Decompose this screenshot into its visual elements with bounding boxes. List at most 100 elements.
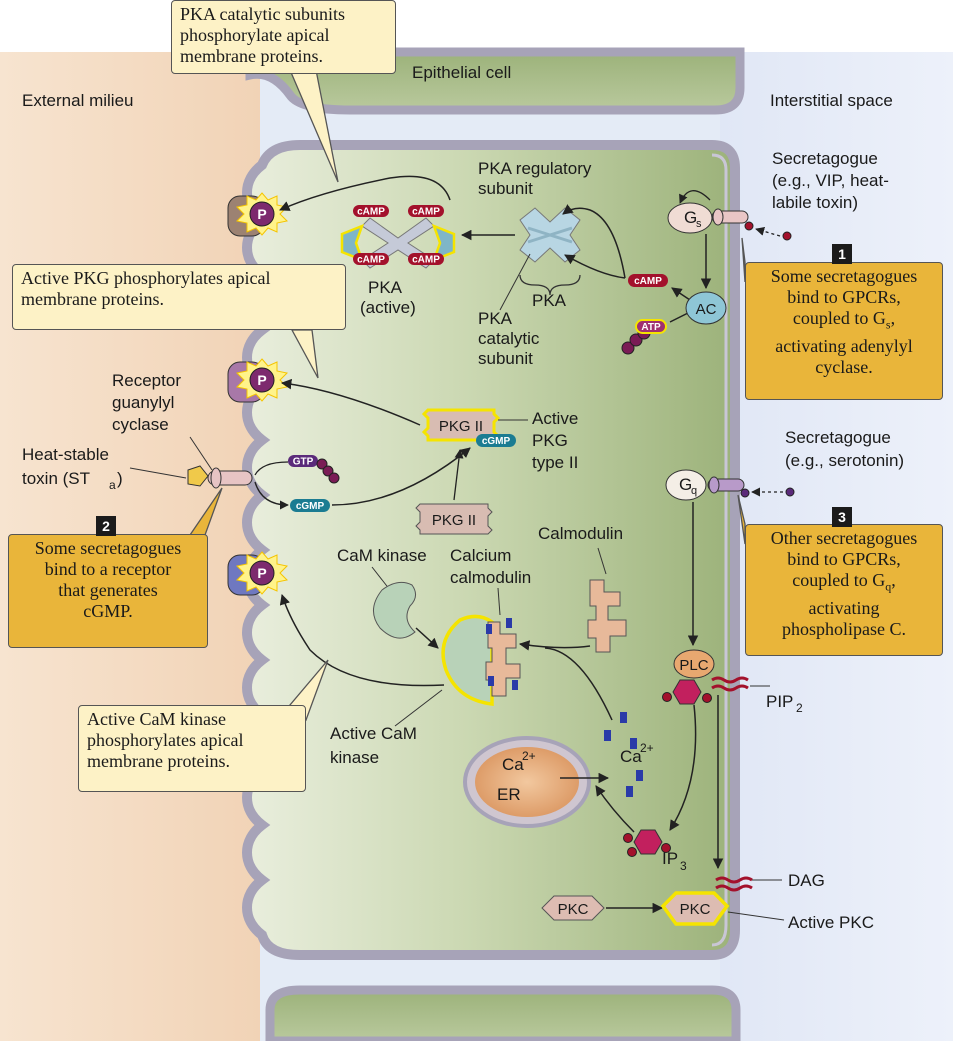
heat-stable-sub: a [109, 478, 116, 492]
step1-line3-text: coupled to G [792, 308, 886, 328]
camk-callout-line2: phosphorylates apical [87, 730, 244, 750]
pkg-active-label: PKG II [439, 418, 483, 435]
gq-label: G [679, 475, 692, 494]
secretagogue1-line2: (e.g., VIP, heat- [772, 171, 889, 190]
active-pkc-leader [727, 911, 785, 921]
camp-tag: cAMP [357, 255, 385, 266]
pkc-active: PKC [660, 891, 730, 926]
arrow-icon [254, 481, 289, 510]
gs-label: G [684, 208, 697, 227]
calmodulin-icon [485, 621, 521, 697]
gtp-arrow-line [254, 461, 289, 476]
pkc-inactive-label: PKC [558, 901, 589, 918]
adenylyl-cyclase [685, 291, 727, 325]
pka-active-label-line1: PKA [368, 278, 403, 297]
pip2-label: PIP [766, 692, 793, 711]
pka-active-label-line2: (active) [360, 298, 416, 317]
pka-inactive-complex [519, 207, 581, 263]
camk-callout-line1: Active CaM kinase [87, 709, 226, 729]
basolateral-membrane-rim [711, 153, 728, 947]
secretagogue3-line1: Secretagogue [785, 428, 891, 447]
gpcr-icon [711, 208, 749, 226]
receptor-gc-line1: Receptor [112, 371, 181, 390]
pka-regulatory-label-line2: subunit [478, 179, 533, 198]
phospho-protein-camk: P [227, 551, 289, 596]
arrow-icon [669, 704, 697, 831]
pka-label: PKA [532, 291, 567, 310]
ligand-serotonin-free [785, 487, 795, 497]
pka-callout-line2: phosphorylate apical [180, 25, 330, 45]
arrow-icon [279, 175, 451, 211]
arrow-icon [595, 785, 635, 833]
calmodulin-label: Calmodulin [538, 524, 623, 543]
step1-sub: s [885, 317, 891, 332]
camp-tag: cAMP [357, 207, 385, 218]
ca-sup: 2+ [640, 741, 654, 755]
step2-badge: 2 [96, 516, 116, 536]
heat-stable-paren: ) [117, 469, 123, 488]
pip2-molecule [662, 676, 749, 705]
pka-regulatory-label-line1: PKA regulatory [478, 159, 592, 178]
calcium-calmodulin-leader [497, 587, 501, 616]
atp-molecule: ATP [621, 319, 667, 355]
heat-stable-line2: toxin (ST [22, 469, 90, 488]
gtp-tag: GTP [293, 457, 314, 468]
pkc-active-label: PKC [680, 901, 711, 918]
camk-callout: Active CaM kinase phosphorylates apical … [78, 705, 306, 792]
active-pkg-ii: PKG II cGMP [421, 408, 516, 447]
phosphate-label: P [257, 565, 266, 581]
pka-active-complex: cAMP cAMP cAMP cAMP [340, 205, 456, 269]
pka-brace [519, 274, 581, 296]
lower-cell [265, 985, 741, 1041]
camk-callout-line3: membrane proteins. [87, 751, 230, 771]
active-pkg-line1: Active [532, 409, 578, 428]
arrow-icon [415, 627, 439, 649]
calcium-calmodulin-line2: calmodulin [450, 568, 531, 587]
phospholipase-c [673, 649, 715, 679]
ca-to-calmodulin-line [544, 647, 613, 721]
pka-callout: PKA catalytic subunits phosphorylate api… [171, 0, 396, 74]
pkg-callout-pointer [290, 329, 319, 379]
phospho-protein-pka: P [227, 192, 289, 237]
calmodulin-icon [587, 579, 627, 653]
secretagogue1-line1: Secretagogue [772, 149, 878, 168]
secretagogue1-line3: labile toxin) [772, 193, 858, 212]
gpcr-icon [707, 476, 745, 494]
step3-line5: phospholipase C. [782, 618, 906, 639]
arrow-icon [518, 640, 591, 651]
cgmp-tag: cGMP [296, 501, 325, 512]
pka-catalytic-label-line2: catalytic [478, 329, 540, 348]
arrow-icon [453, 449, 464, 501]
er-ca-label: Ca [502, 755, 524, 774]
receptor-gc-leader [189, 436, 213, 471]
camp-tag: cAMP [412, 255, 440, 266]
arrow-icon [279, 594, 445, 687]
interstitial-space-label: Interstitial space [770, 91, 893, 110]
arrow-icon [755, 226, 781, 237]
step1-line3: coupled to Gs, [792, 308, 896, 332]
active-pkg-line3: type II [532, 453, 578, 472]
pka-callout-line3: membrane proteins. [180, 46, 323, 66]
active-camk-line1: Active CaM [330, 724, 417, 743]
gtp-molecule: GTP [288, 455, 340, 484]
inactive-pkg-ii: PKG II [415, 503, 493, 535]
step1-badge: 1 [832, 244, 852, 264]
camk-label: CaM kinase [337, 546, 427, 565]
pkg-inactive-label: PKG II [432, 512, 476, 529]
step2-callout: Some secretagogues bind to a receptor th… [8, 534, 208, 648]
arrow-icon [331, 447, 471, 506]
cgmp-tag: cGMP [482, 436, 511, 447]
step1-line5: cyclase. [815, 356, 873, 377]
atp-tag: ATP [641, 322, 661, 333]
calcium-calmodulin-line1: Calcium [450, 546, 511, 565]
step1-callout: Some secretagogues bind to GPCRs, couple… [745, 262, 943, 400]
dag-label: DAG [788, 871, 825, 890]
dag-chain [715, 884, 753, 892]
gq-sub: q [691, 485, 697, 497]
camk-inactive [373, 581, 416, 639]
pkg-callout-line1: Active PKG phosphorylates apical [21, 268, 271, 288]
plc-label: PLC [679, 657, 708, 674]
pkg-callout-line2: membrane proteins. [21, 289, 164, 309]
calmodulin-leader [597, 547, 607, 575]
